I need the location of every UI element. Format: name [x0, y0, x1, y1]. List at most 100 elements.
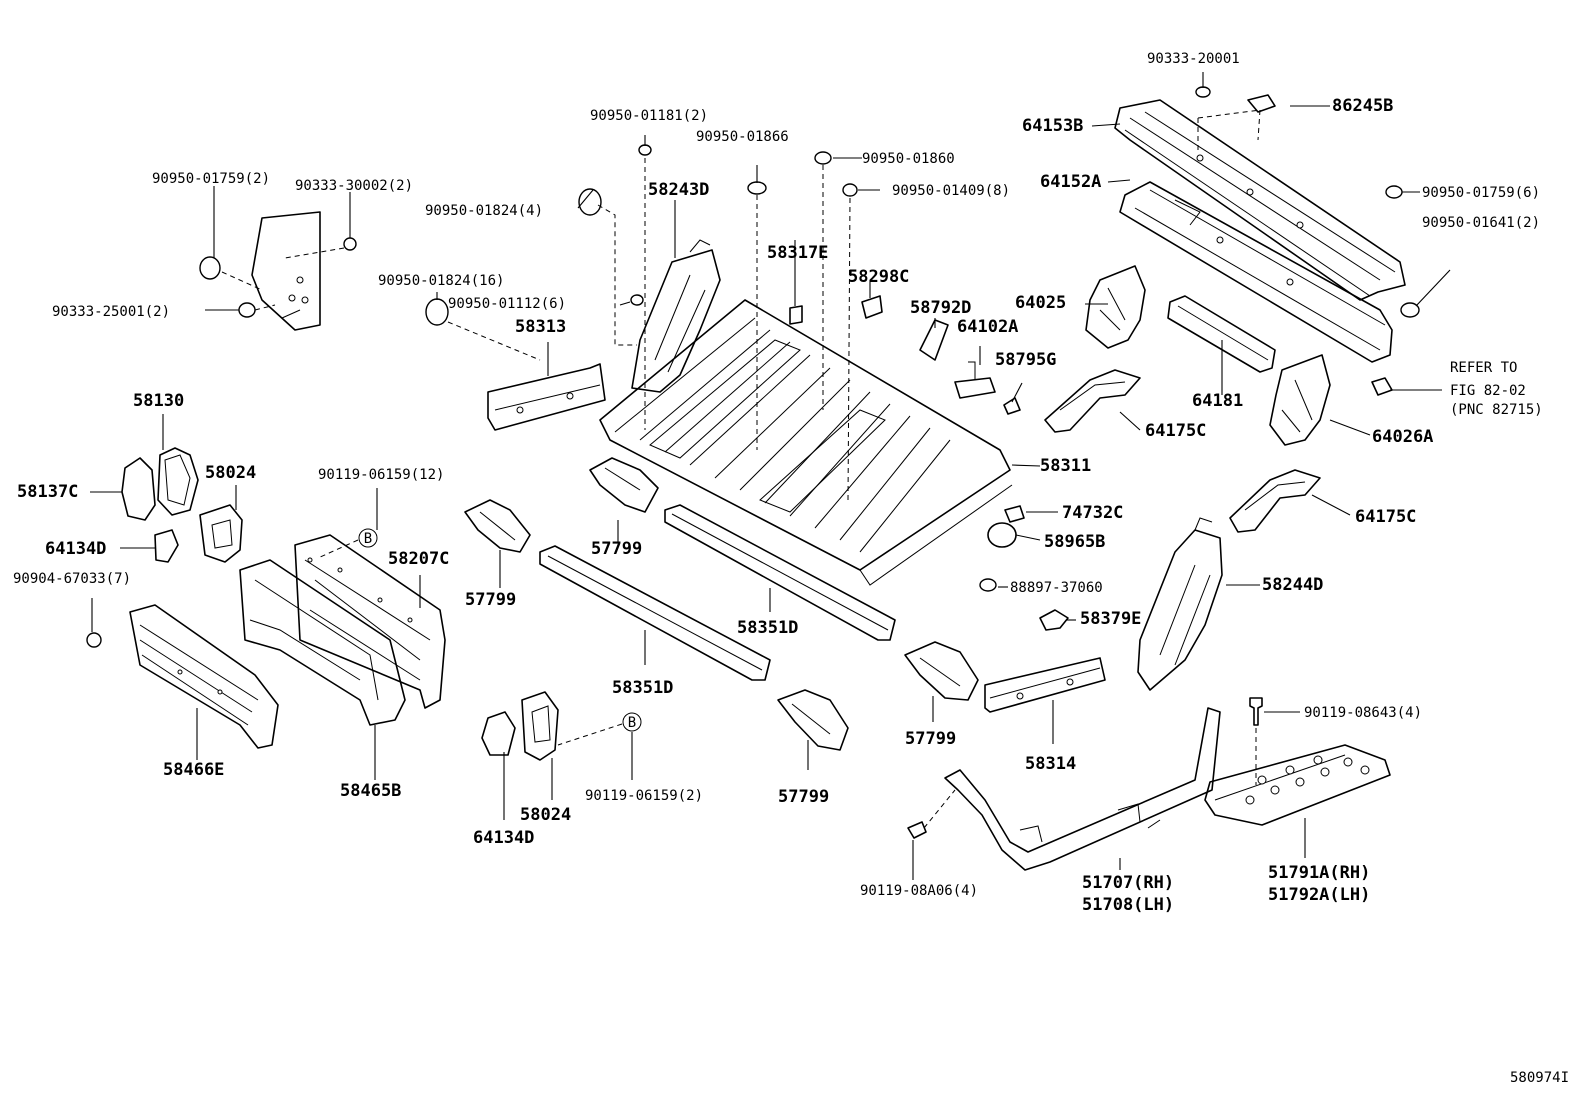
leader-lines	[90, 72, 1451, 880]
label-57799-d: 57799	[778, 787, 829, 807]
part-64175c-bracket-a	[1044, 369, 1141, 433]
label-57799-a: 57799	[591, 539, 642, 559]
part-58244d-panel	[1137, 517, 1223, 691]
part-64175c-bracket-b	[1229, 469, 1321, 533]
part-64153b-crossmember	[1114, 99, 1406, 301]
part-57799-bracket-c	[904, 641, 979, 701]
label-64152a: 64152A	[1040, 172, 1101, 192]
part-58314-panel	[984, 657, 1106, 713]
label-90119-06159-2: 90119-06159(2)	[585, 788, 703, 804]
part-58317e-clip	[789, 305, 803, 325]
part-58465b-frame	[239, 559, 406, 726]
part-refer-fig-82-02-clip	[1371, 377, 1393, 396]
label-58311: 58311	[1040, 456, 1091, 476]
part-labels: 90333-20001 86245B 64153B 90950-01759(6)…	[13, 51, 1569, 1086]
part-64025-bracket	[1085, 265, 1146, 349]
part-86245b-bracket	[1197, 94, 1276, 150]
part-58137c-seal	[121, 457, 156, 521]
part-58351d-rail-b	[539, 545, 771, 681]
label-58465b: 58465B	[340, 781, 401, 801]
label-58243d: 58243D	[648, 180, 709, 200]
part-58795g-clip	[1003, 397, 1021, 415]
label-58244d: 58244D	[1262, 575, 1323, 595]
callout-letter: B	[364, 531, 372, 547]
label-90950-01759-2: 90950-01759(2)	[152, 171, 270, 187]
label-64134d-a: 64134D	[45, 539, 106, 559]
label-64102a: 64102A	[957, 317, 1018, 337]
part-64152a-crossmember	[1119, 181, 1393, 363]
part-64102a-clip	[954, 361, 996, 399]
label-58466e: 58466E	[163, 760, 224, 780]
label-58024-a: 58024	[205, 463, 256, 483]
label-86245b: 86245B	[1332, 96, 1393, 116]
label-57799-c: 57799	[905, 729, 956, 749]
bolt-90119-08643	[1249, 697, 1263, 726]
label-64175c-b: 64175C	[1355, 507, 1416, 527]
label-58314: 58314	[1025, 754, 1076, 774]
label-64026a: 64026A	[1372, 427, 1433, 447]
label-90333-20001: 90333-20001	[1147, 51, 1240, 67]
part-64134d-seal-b	[481, 711, 516, 756]
label-64181: 64181	[1192, 391, 1243, 411]
callout-b-lower: B	[622, 712, 642, 732]
callout-b-upper: B	[358, 528, 378, 548]
label-90333-30002-2: 90333-30002(2)	[295, 178, 413, 194]
label-90333-25001-2: 90333-25001(2)	[52, 304, 170, 320]
label-57799-b: 57799	[465, 590, 516, 610]
label-58024-b: 58024	[520, 805, 571, 825]
label-64134d-b: 64134D	[473, 828, 534, 848]
part-74732c-plug	[1004, 505, 1025, 523]
label-90119-06159-12: 90119-06159(12)	[318, 467, 444, 483]
label-51708-lh: 51708(LH)	[1082, 895, 1174, 915]
part-58024-panel-a	[199, 504, 243, 563]
label-90119-08643-4: 90119-08643(4)	[1304, 705, 1422, 721]
label-58379e: 58379E	[1080, 609, 1141, 629]
label-90950-01112-6: 90950-01112(6)	[448, 296, 566, 312]
refer-line-2: FIG 82-02	[1450, 383, 1526, 399]
label-64025: 64025	[1015, 293, 1066, 313]
label-90950-01409-8: 90950-01409(8)	[892, 183, 1010, 199]
label-58298c: 58298C	[848, 267, 909, 287]
part-58207c-panel	[294, 534, 446, 709]
label-51707-rh: 51707(RH)	[1082, 873, 1174, 893]
part-58351d-rail-a	[664, 504, 896, 641]
label-58792d: 58792D	[910, 298, 971, 318]
bolt-90119-08a06	[907, 821, 927, 839]
label-58351d-b: 58351D	[612, 678, 673, 698]
label-51792a-lh: 51792A(LH)	[1268, 885, 1370, 905]
part-64134d-seal-a	[154, 529, 179, 563]
label-58130: 58130	[133, 391, 184, 411]
part-57799-bracket-d	[777, 689, 849, 751]
refer-line-3: (PNC 82715)	[1450, 402, 1543, 418]
label-64175c-a: 64175C	[1145, 421, 1206, 441]
fasteners-top-center	[425, 86, 1420, 326]
part-58130-seal	[157, 447, 199, 516]
label-90904-67033-7: 90904-67033(7)	[13, 571, 131, 587]
label-90119-08a06-4: 90119-08A06(4)	[860, 883, 978, 899]
part-58024-panel-b	[521, 691, 559, 761]
part-58313-panel	[487, 363, 606, 431]
part-58792d-clip	[919, 319, 949, 361]
part-58379e-clip	[1039, 609, 1069, 631]
part-51791a-step-pad	[1204, 744, 1391, 826]
part-64181-bar	[1167, 295, 1276, 373]
label-90950-01759-6: 90950-01759(6)	[1422, 185, 1540, 201]
label-90950-01181-2: 90950-01181(2)	[590, 108, 708, 124]
label-58351d-a: 58351D	[737, 618, 798, 638]
label-58207c: 58207C	[388, 549, 449, 569]
part-88897-37060-clip	[979, 578, 997, 592]
part-57799-bracket-b	[464, 499, 531, 553]
label-90950-01824-4: 90950-01824(4)	[425, 203, 543, 219]
part-58466e-panel	[129, 604, 279, 749]
label-88897-37060: 88897-37060	[1010, 580, 1103, 596]
callout-letter: B	[628, 715, 636, 731]
part-58243d-panel	[631, 239, 721, 393]
part-57799-bracket-a	[589, 457, 659, 513]
label-51791a-rh: 51791A(RH)	[1268, 863, 1370, 883]
part-64026a-bracket	[1269, 354, 1331, 446]
diagram-id: 580974I	[1510, 1070, 1569, 1086]
label-90950-01860: 90950-01860	[862, 151, 955, 167]
refer-line-1: REFER TO	[1450, 360, 1517, 376]
label-58965b: 58965B	[1044, 532, 1105, 552]
